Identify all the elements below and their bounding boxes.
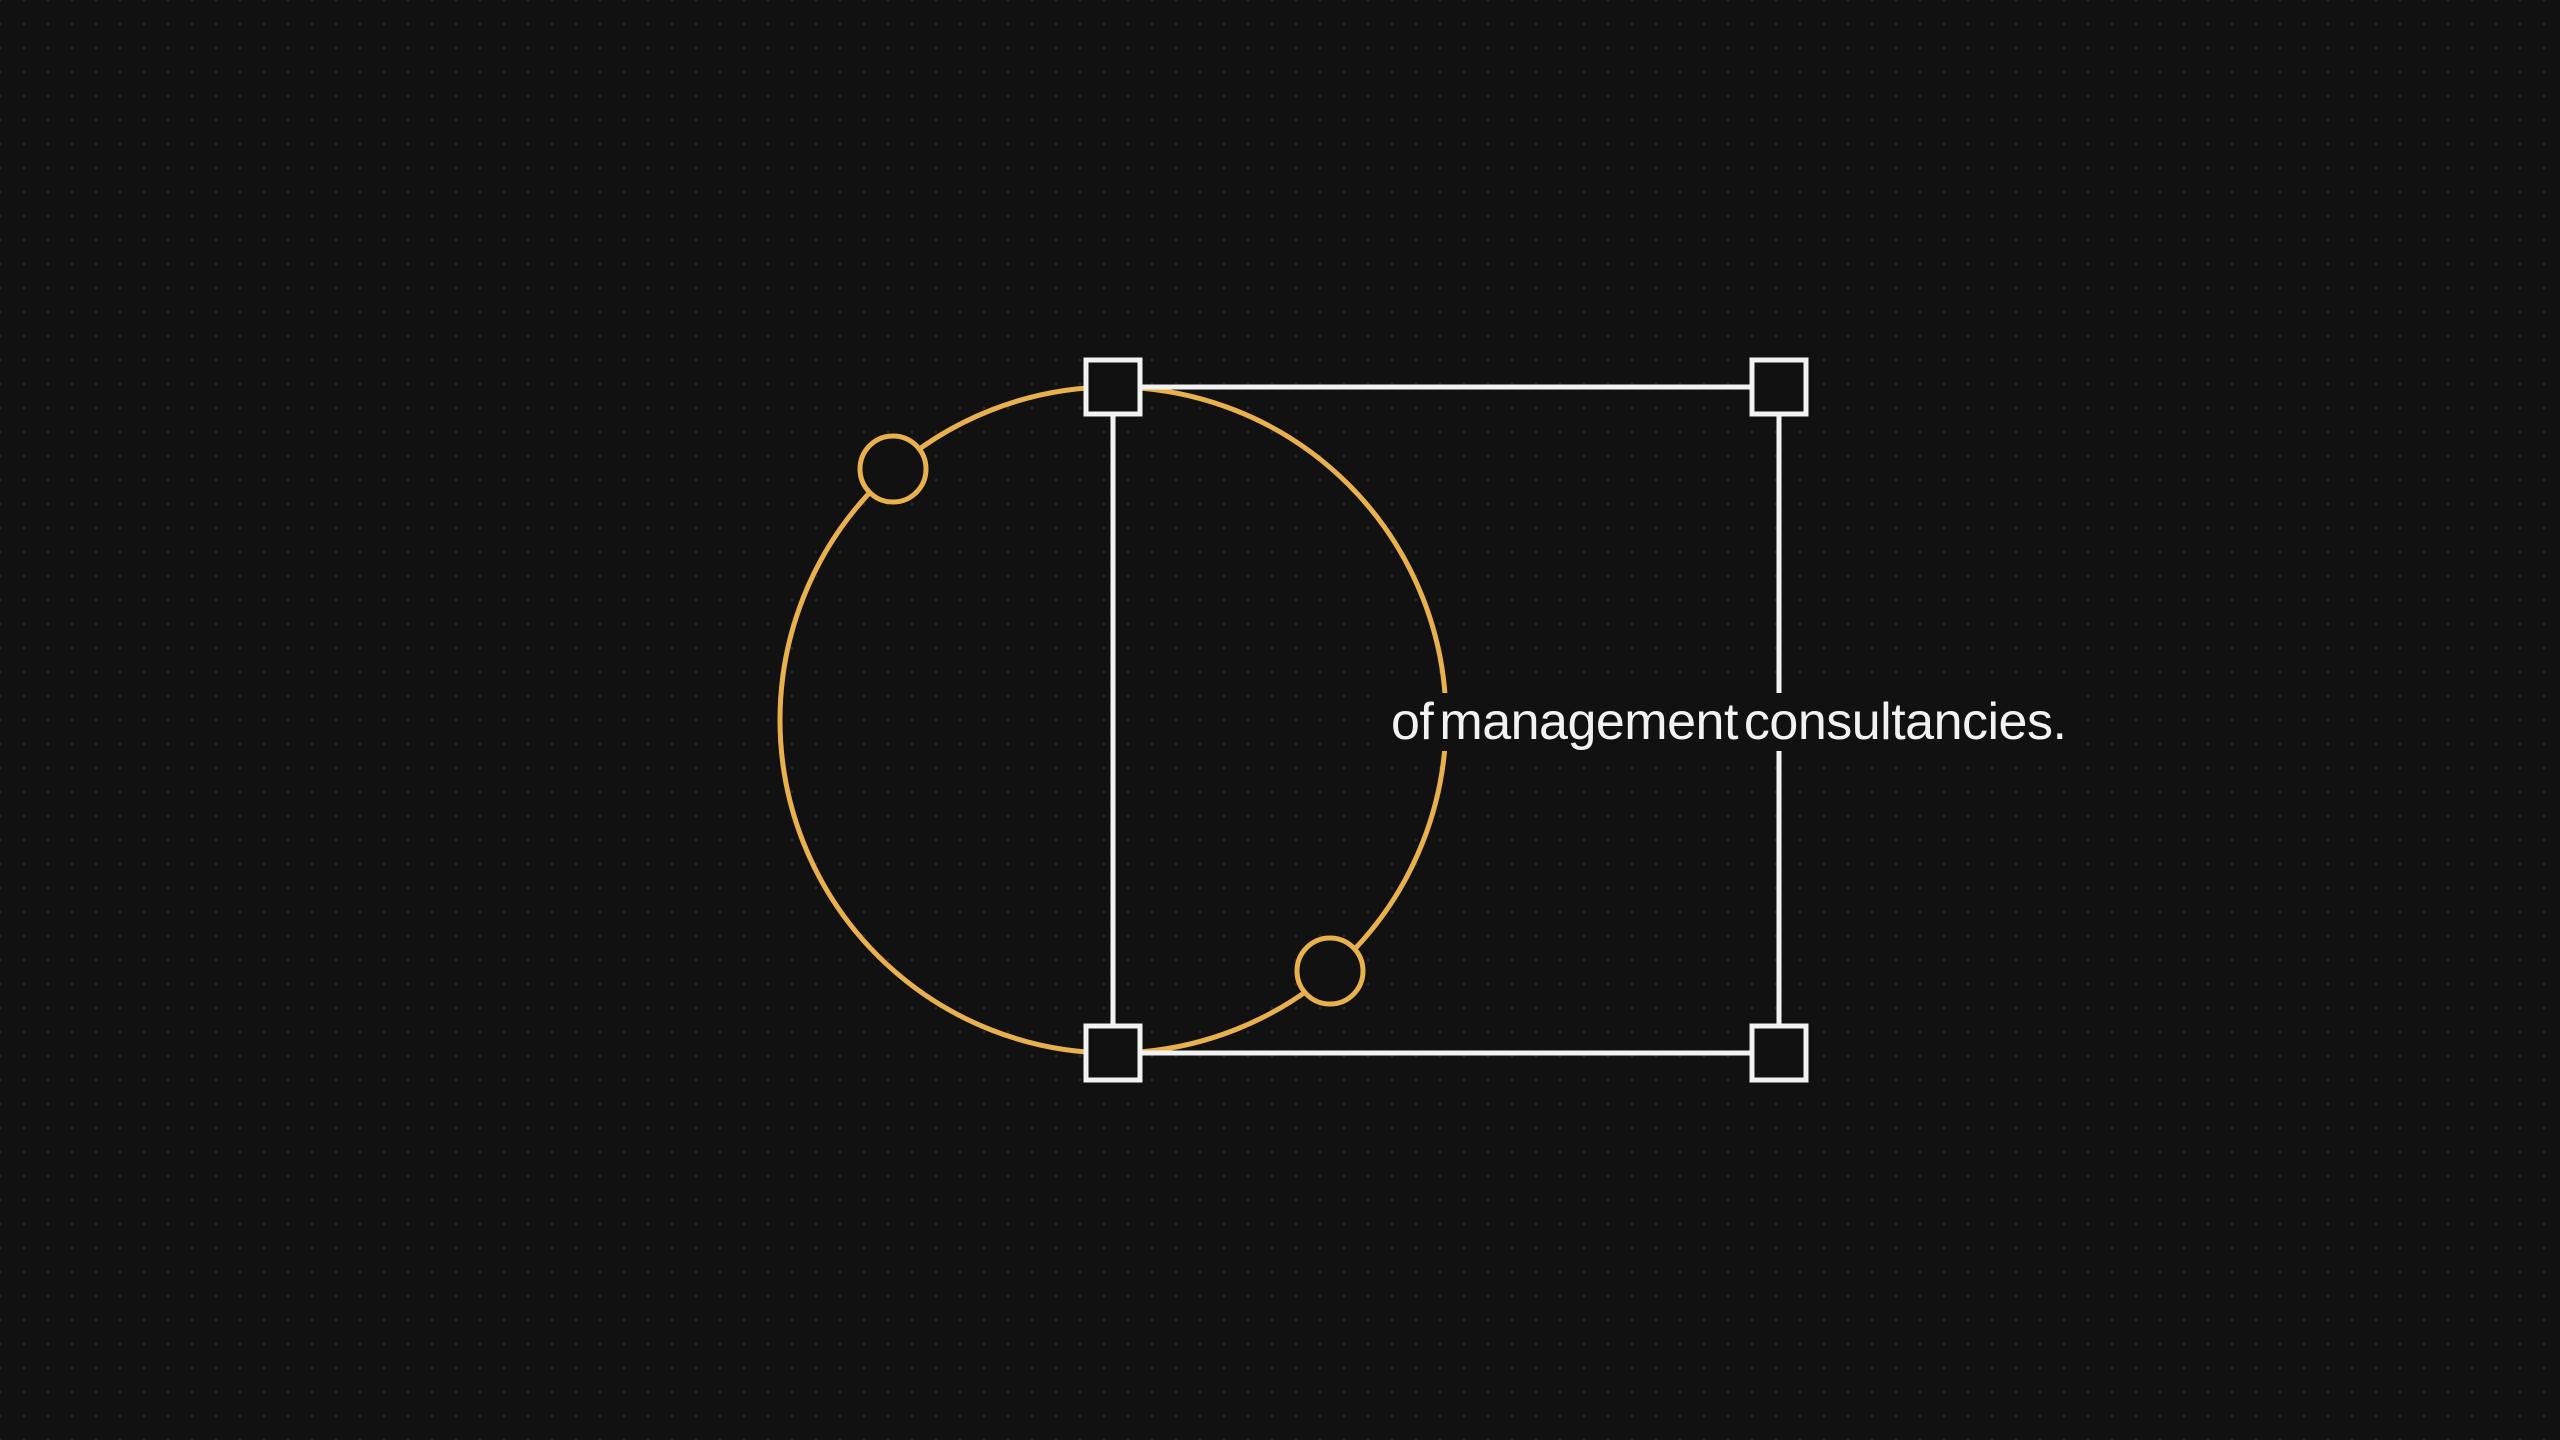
headline-word-management: management <box>1436 693 1741 751</box>
circle-handle-top[interactable] <box>857 433 929 505</box>
corner-handle-top-right[interactable] <box>1749 357 1809 417</box>
headline-word-consultancies: consultancies. <box>1740 693 2070 751</box>
corner-handle-top-left[interactable] <box>1083 357 1143 417</box>
headline-word-of: of <box>1388 693 1437 751</box>
circle-handle-bottom[interactable] <box>1294 935 1366 1007</box>
corner-handle-bottom-left[interactable] <box>1083 1023 1143 1083</box>
corner-handle-bottom-right[interactable] <box>1749 1023 1809 1083</box>
